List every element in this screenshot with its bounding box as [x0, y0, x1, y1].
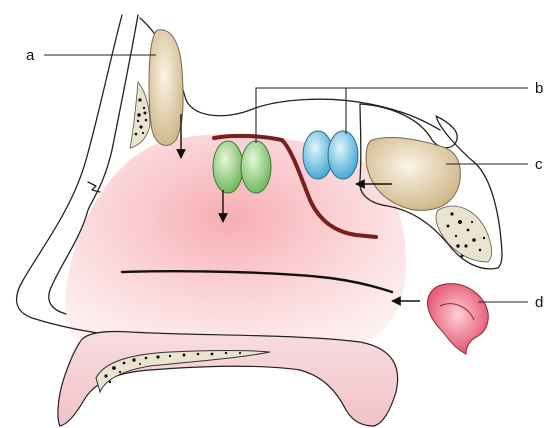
sphenoid-bone-texture	[436, 206, 492, 262]
label-c: c	[535, 156, 543, 173]
anterior-ethmoid-cell-1	[213, 141, 243, 193]
label-d: d	[535, 294, 543, 311]
anterior-ethmoid-cell-2	[241, 141, 271, 193]
frontal-sinus	[149, 30, 183, 146]
posterior-ethmoid-cell-2	[328, 131, 358, 179]
label-b: b	[535, 80, 543, 97]
nasal-bone-outline	[140, 18, 440, 130]
eustachian-tube-orifice	[428, 284, 489, 354]
label-a: a	[26, 47, 35, 64]
leader-b	[256, 88, 528, 143]
